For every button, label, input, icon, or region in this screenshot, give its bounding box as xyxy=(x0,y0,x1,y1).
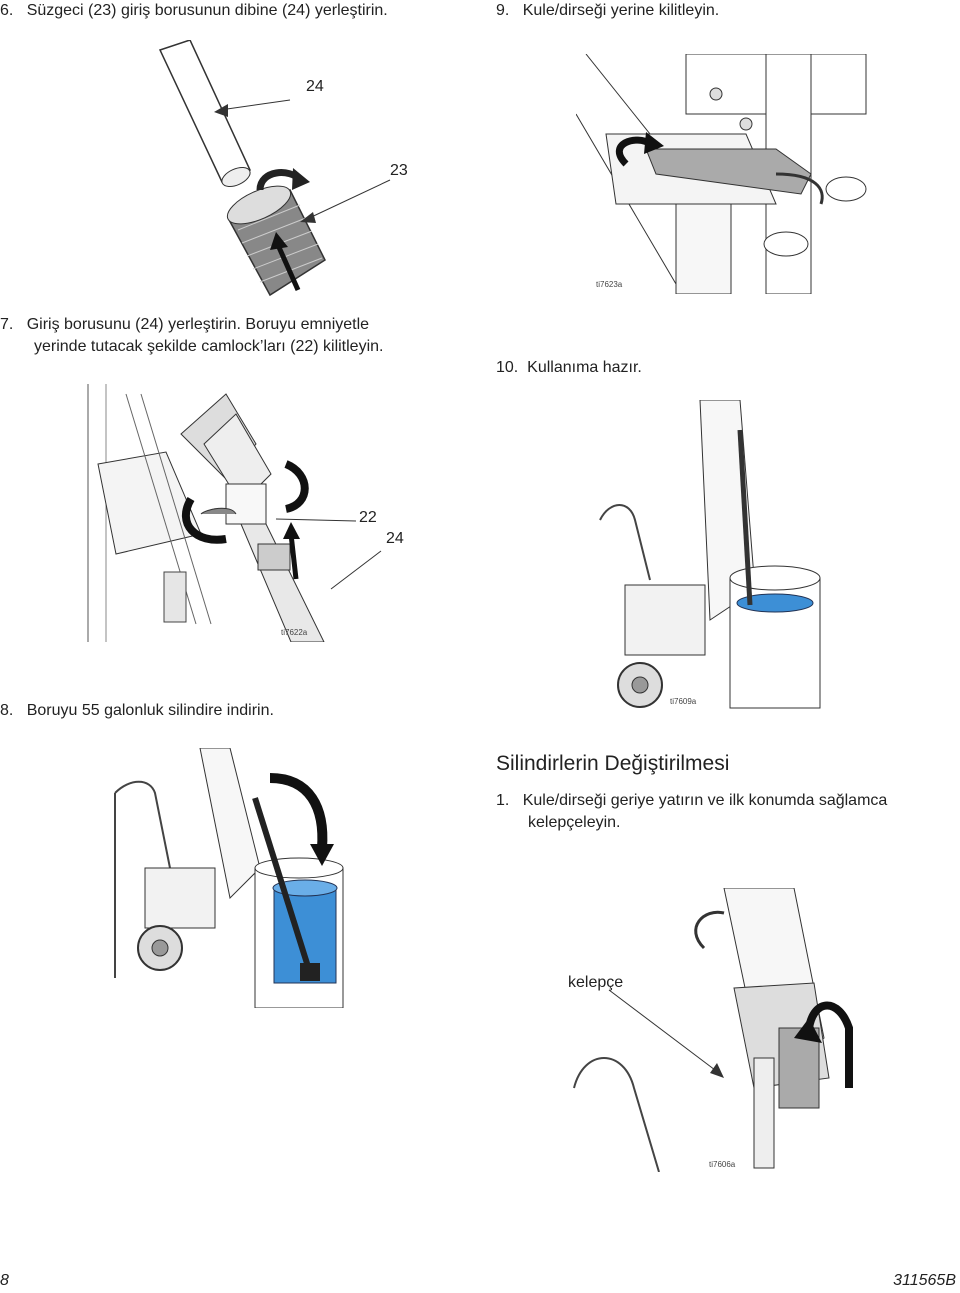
figure-code-ti7606a: ti7606a xyxy=(709,1160,736,1169)
callout-24-camlock: 24 xyxy=(386,530,404,547)
step-7: 7. Giriş borusunu (24) yerleştirin. Boru… xyxy=(0,314,369,336)
step-10-number: 10. xyxy=(496,359,519,376)
callout-24: 24 xyxy=(306,78,324,95)
step-10-text: Kullanıma hazır. xyxy=(527,359,642,376)
strainer-drawing xyxy=(158,40,391,297)
figure-code-ti7623a: ti7623a xyxy=(596,280,623,289)
step-8-number: 8. xyxy=(0,702,14,719)
step-6-number: 6. xyxy=(0,2,14,19)
step-7-text-line1: Giriş borusunu (24) yerleştirin. Boruyu … xyxy=(26,316,370,333)
section-step-1: 1. Kule/dirseği geriye yatırın ve ilk ko… xyxy=(496,790,887,812)
callout-clamp: kelepçe xyxy=(568,974,624,991)
step-7-text-line2: yerinde tutacak şekilde camlock’ları (22… xyxy=(34,338,384,355)
section-step-1-number: 1. xyxy=(496,792,510,809)
section-title: Silindirlerin Değiştirilmesi xyxy=(496,752,730,775)
camlock-drawing xyxy=(86,384,436,642)
step-7-number: 7. xyxy=(0,316,14,333)
step-9-number: 9. xyxy=(496,2,510,19)
section-step-1-line1: Kule/dirseği geriye yatırın ve ilk konum… xyxy=(522,792,888,809)
step-6: 6. Süzgeci (23) giriş borusunun dibine (… xyxy=(0,0,388,22)
figure-lock-tower: ti7623a xyxy=(576,54,868,294)
figure-code-ti7609a: ti7609a xyxy=(670,697,697,706)
figure-strainer: 24 23 xyxy=(150,40,450,305)
lower-tube-drawing xyxy=(114,748,344,1008)
figure-ready: ti7609a xyxy=(590,400,842,712)
figure-clamp: kelepçe ti7606a xyxy=(564,888,868,1172)
callout-22: 22 xyxy=(359,509,377,526)
figure-lower-tube xyxy=(100,748,360,1008)
step-8: 8. Boruyu 55 galonluk silindire indirin. xyxy=(0,700,274,722)
document-number: 311565B xyxy=(893,1272,956,1289)
section-step-1-line2: kelepçeleyin. xyxy=(528,814,621,831)
callout-23: 23 xyxy=(390,162,408,179)
step-9: 9. Kule/dirseği yerine kilitleyin. xyxy=(496,0,719,22)
ready-drawing xyxy=(599,400,821,709)
step-10: 10. Kullanıma hazır. xyxy=(496,357,642,379)
figure-camlock: 22 24 ti7622a xyxy=(86,384,436,642)
clamp-drawing xyxy=(573,888,853,1172)
step-9-text: Kule/dirseği yerine kilitleyin. xyxy=(522,2,720,19)
step-6-text: Süzgeci (23) giriş borusunun dibine (24)… xyxy=(26,2,388,19)
page-number: 8 xyxy=(0,1272,9,1289)
step-8-text: Boruyu 55 galonluk silindire indirin. xyxy=(26,702,274,719)
lock-tower-drawing xyxy=(576,54,867,294)
figure-code-ti7622a: ti7622a xyxy=(281,628,308,637)
